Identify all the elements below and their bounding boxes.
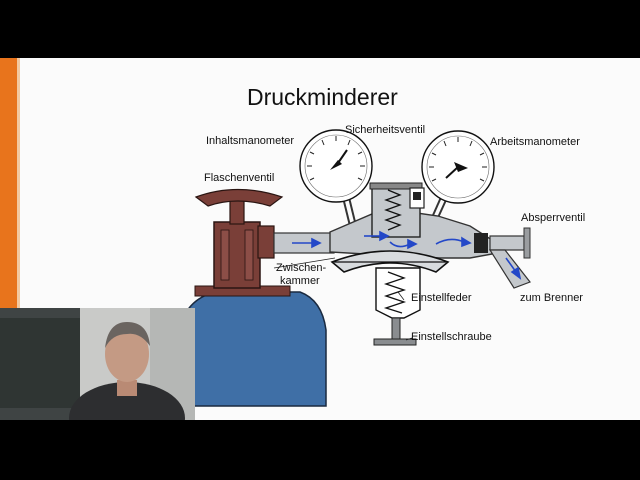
- label-zwischen: Zwischen-: [276, 262, 327, 274]
- gas-cylinder: [179, 291, 327, 407]
- valve-outlet: [257, 225, 275, 259]
- shutoff-valve-handle: [523, 227, 531, 259]
- upper-spring: [384, 189, 402, 231]
- slide-title: Druckminderer: [247, 84, 398, 110]
- spring-housing: [375, 267, 421, 319]
- slide-accent-line: [17, 58, 20, 308]
- adjusting-screw-handle: [373, 338, 417, 346]
- label-einstellfeder: Einstellfeder: [411, 292, 472, 304]
- flow-arrows: [292, 230, 522, 280]
- label-absperrventil: Absperrventil: [521, 212, 586, 224]
- label-flaschenventil: Flaschenventil: [204, 172, 275, 184]
- adjusting-spring: [383, 271, 407, 314]
- valve-handwheel: [194, 188, 284, 207]
- adjusting-screw: [391, 317, 401, 341]
- valve-spindle: [229, 199, 245, 225]
- label-kammer: kammer: [280, 275, 320, 287]
- shutoff-valve-stem: [474, 233, 488, 253]
- label-zum-brenner: zum Brenner: [520, 292, 583, 304]
- label-sicherheitsventil: Sicherheitsventil: [345, 124, 426, 136]
- label-einstellschraube: Einstellschraube: [411, 331, 492, 343]
- label-inhaltsmanometer: Inhaltsmanometer: [206, 135, 295, 147]
- outlet-pipe: [489, 235, 525, 251]
- slide-accent-bar: [0, 58, 17, 308]
- label-arbeitsmanometer: Arbeitsmanometer: [490, 136, 580, 148]
- presenter-webcam: [0, 308, 195, 420]
